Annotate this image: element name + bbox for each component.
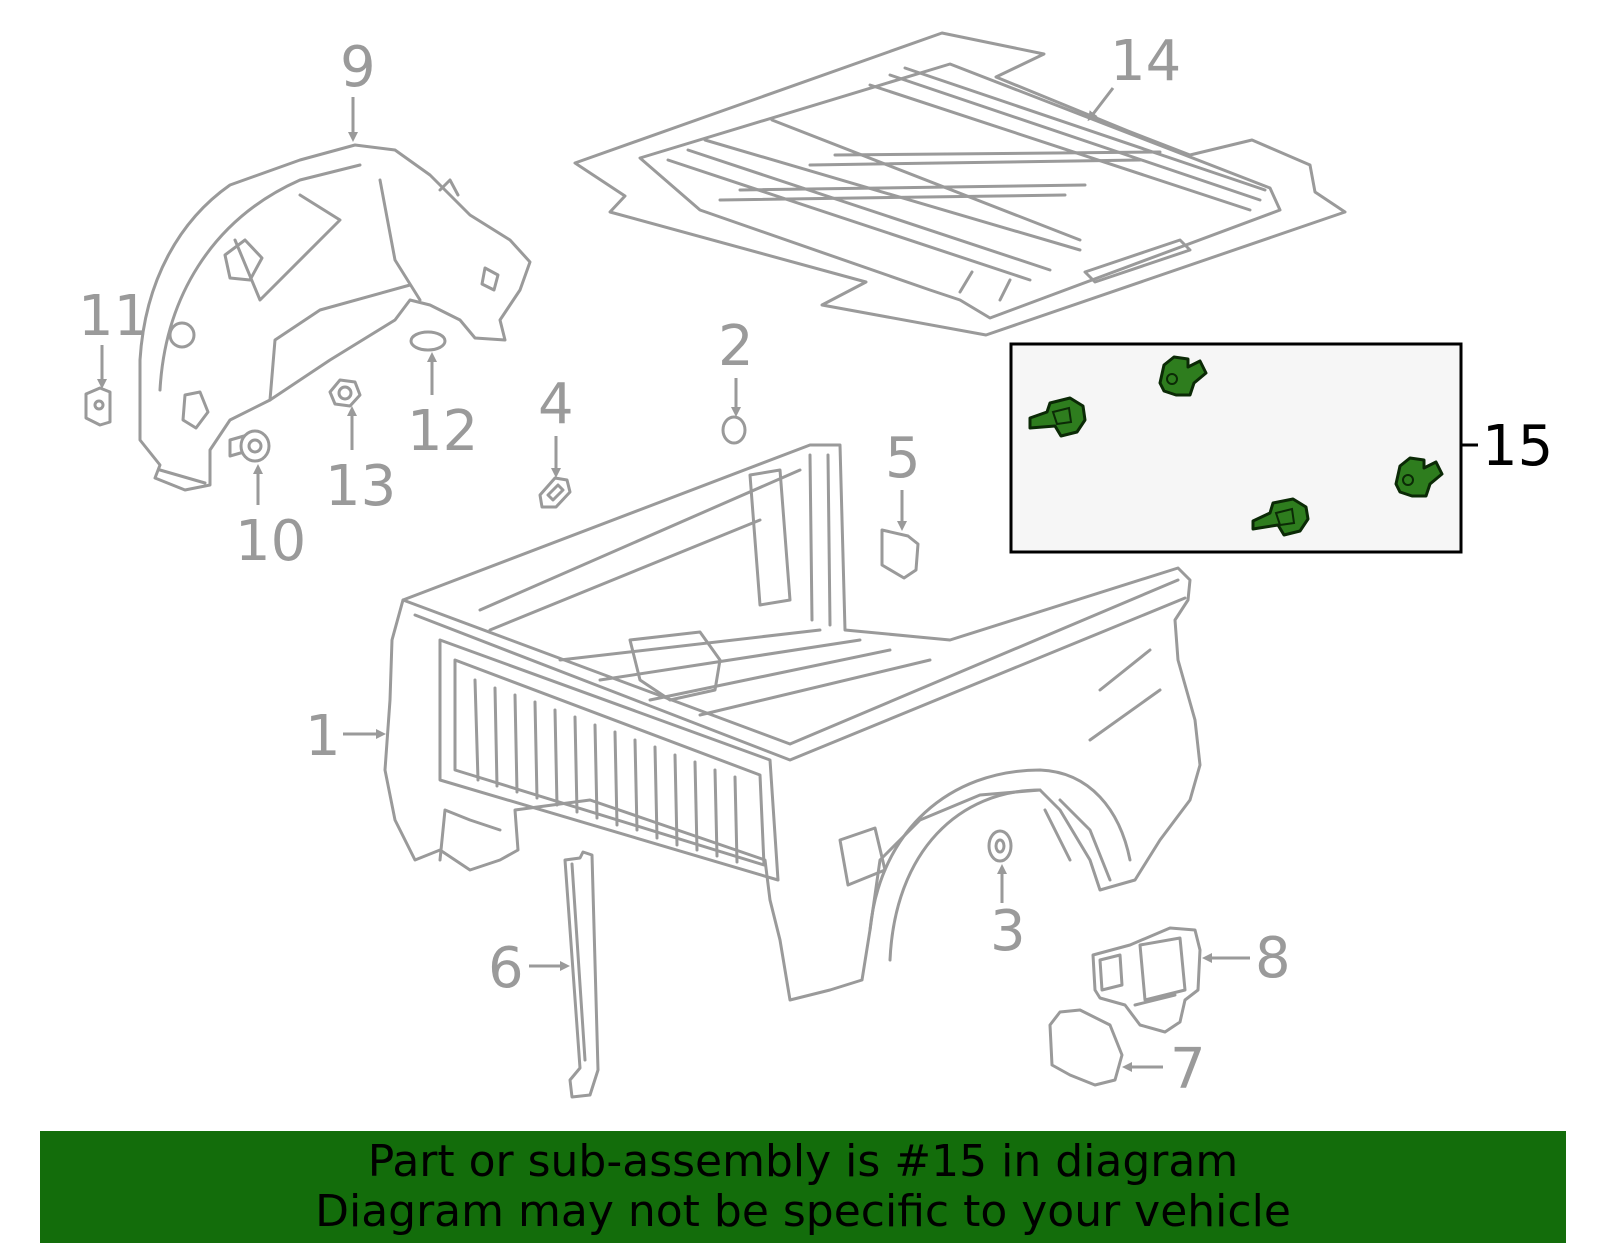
wheelhouse-liner-part-9: [138, 143, 532, 492]
grommet-part-12: [409, 330, 447, 352]
callout-4: 4: [538, 372, 574, 437]
leader-lines: [97, 87, 1478, 1072]
callout-8: 8: [1255, 926, 1291, 991]
callout-9: 9: [340, 35, 376, 100]
banner-line-1: Part or sub-assembly is #15 in diagram: [367, 1136, 1239, 1187]
clip-part-11: [84, 386, 112, 427]
bolt-part-10: [228, 429, 271, 463]
strip-part-6: [563, 850, 600, 1099]
banner-line-2: Diagram may not be specific to your vehi…: [315, 1186, 1291, 1237]
callout-5: 5: [885, 426, 921, 491]
callout-14: 14: [1110, 29, 1181, 94]
plug-part-2: [721, 415, 747, 445]
callout-12: 12: [407, 399, 478, 464]
callout-13: 13: [325, 454, 396, 519]
clip-icon: [1028, 396, 1087, 438]
callout-7: 7: [1170, 1037, 1206, 1102]
callout-3: 3: [990, 899, 1026, 964]
pickup-box-part-1: [383, 443, 1202, 1002]
clip-icon: [1158, 355, 1208, 397]
fuel-door-part-7: [1048, 1008, 1124, 1087]
callout-10: 10: [235, 509, 306, 574]
callout-2: 2: [718, 314, 754, 379]
plate-part-5: [880, 528, 920, 580]
callout-11: 11: [78, 284, 149, 349]
clip-kit-part-15-box: [1009, 342, 1463, 554]
clip-icon: [1251, 497, 1310, 537]
callout-6: 6: [488, 936, 524, 1001]
callout-15: 15: [1482, 414, 1553, 479]
grommet-part-4: [538, 476, 572, 509]
clip-icon: [1394, 456, 1444, 498]
nut-part-13: [328, 378, 362, 408]
plug-part-3: [987, 829, 1013, 863]
callout-1: 1: [305, 704, 341, 769]
fuel-door-housing-part-8: [1091, 926, 1202, 1034]
floor-panel-part-14: [573, 31, 1347, 337]
info-banner: Part or sub-assembly is #15 in diagram D…: [40, 1131, 1566, 1243]
